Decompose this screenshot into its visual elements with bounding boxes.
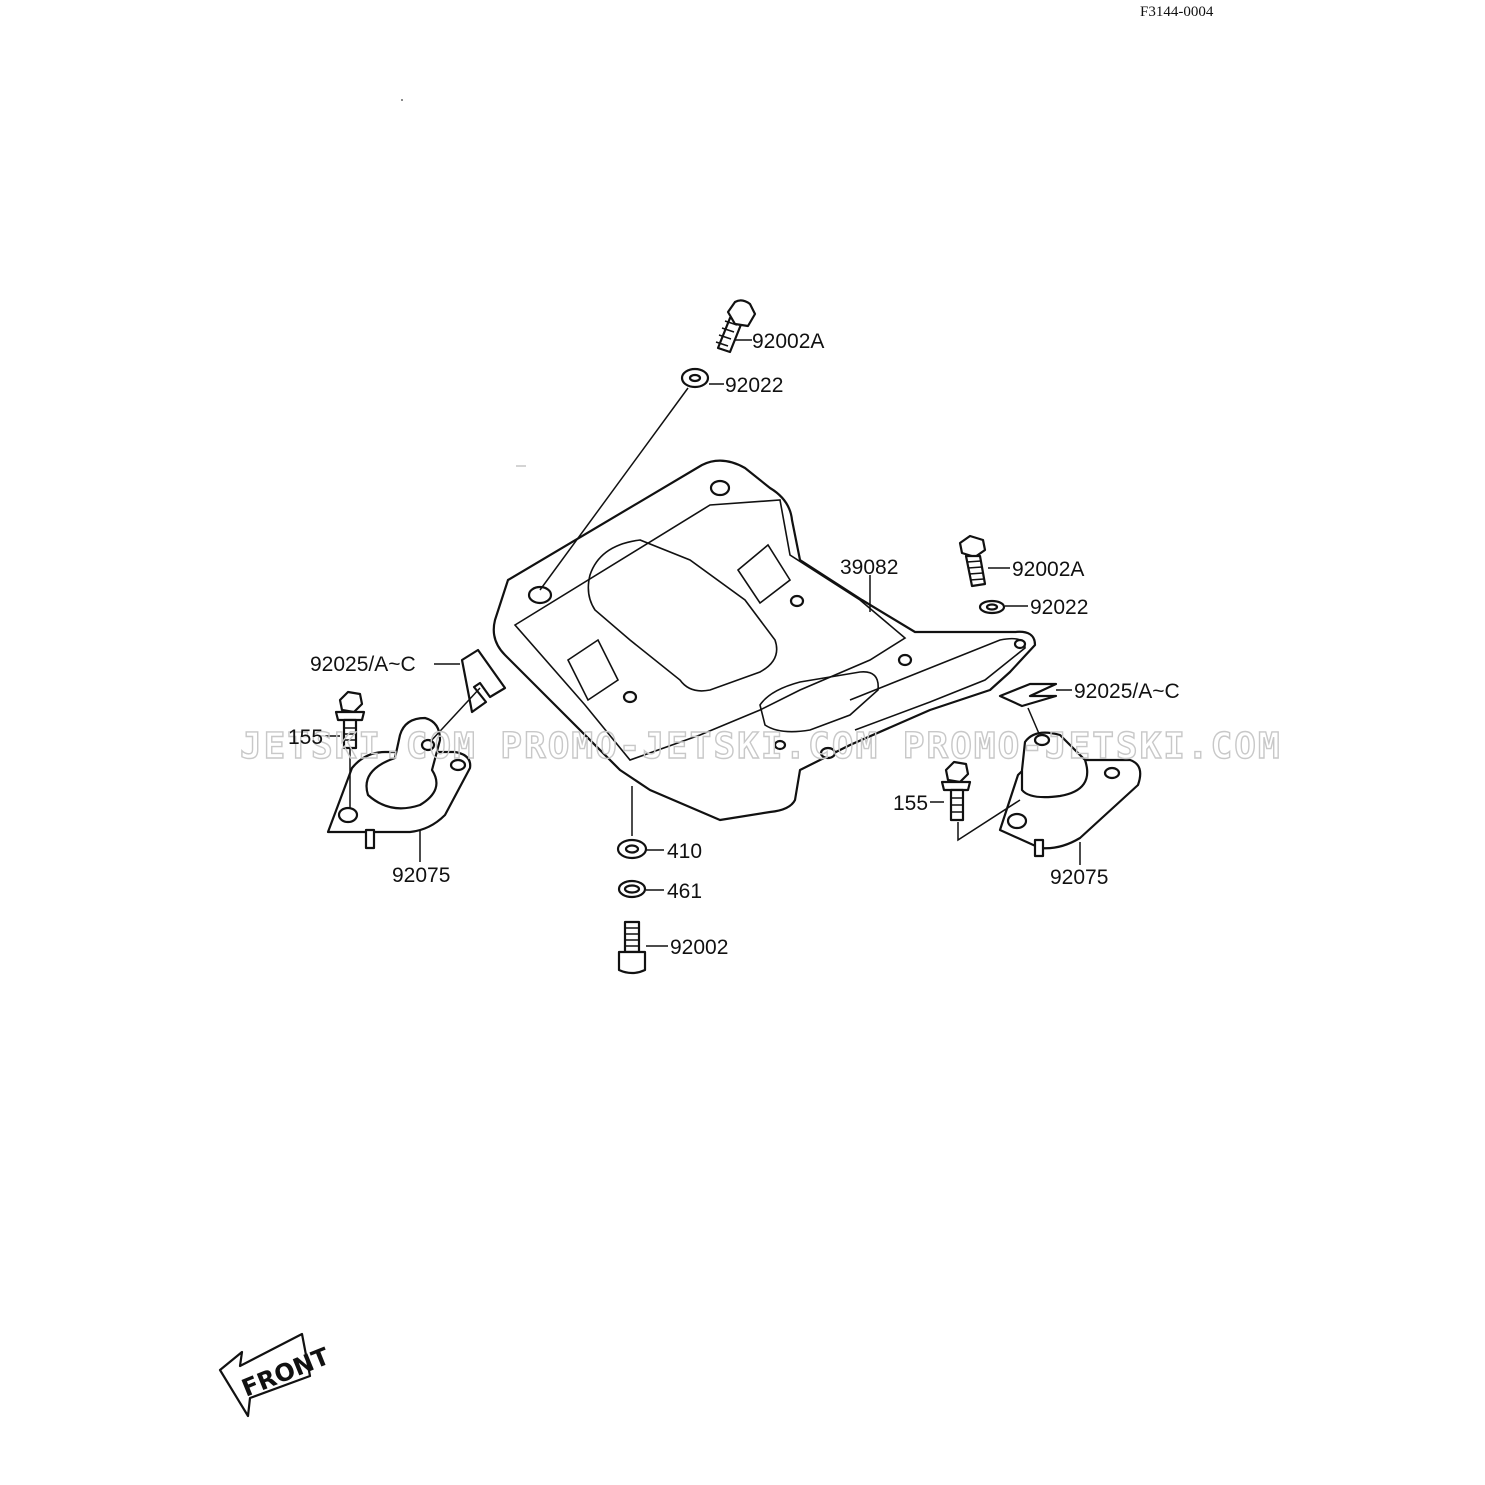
washer-icon[interactable]	[978, 599, 1006, 615]
engine-mount-rubber-left[interactable]	[326, 716, 472, 850]
callout-92002A-top[interactable]: 92002A	[752, 330, 824, 353]
callout-155-right[interactable]: 155	[893, 792, 928, 815]
callout-461[interactable]: 461	[667, 880, 702, 903]
shim-icon[interactable]	[998, 682, 1058, 708]
washer-icon[interactable]	[616, 838, 648, 860]
callout-92075-left[interactable]: 92075	[392, 864, 450, 887]
watermark-text: JETSKI.COM PROMO-JETSKI.COM PROMO-JETSKI…	[240, 726, 1282, 767]
callout-410[interactable]: 410	[667, 840, 702, 863]
lock-washer-icon[interactable]	[617, 879, 647, 899]
callout-92002A-right[interactable]: 92002A	[1012, 558, 1084, 581]
scan-speck	[401, 99, 403, 101]
callout-92025-right[interactable]: 92025/A~C	[1074, 680, 1180, 703]
callout-92075-right[interactable]: 92075	[1050, 866, 1108, 889]
flange-bolt-icon[interactable]	[334, 690, 366, 750]
washer-icon[interactable]	[680, 367, 710, 389]
callout-92025-left[interactable]: 92025/A~C	[310, 653, 416, 676]
bolt-icon[interactable]	[958, 534, 987, 588]
callout-92022-top[interactable]: 92022	[725, 374, 783, 397]
callout-92022-right[interactable]: 92022	[1030, 596, 1088, 619]
front-arrow-icon: FRONT	[218, 1332, 334, 1418]
bolt-icon[interactable]	[617, 920, 647, 975]
callout-39082[interactable]: 39082	[840, 556, 898, 579]
engine-mount-plate[interactable]	[492, 459, 1037, 822]
shim-icon[interactable]	[460, 648, 507, 714]
engine-mount-rubber-right[interactable]	[998, 731, 1142, 858]
flange-bolt-icon[interactable]	[940, 760, 972, 822]
callout-92002[interactable]: 92002	[670, 936, 728, 959]
callout-155-left[interactable]: 155	[288, 726, 323, 749]
drawing-code: F3144-0004	[1140, 4, 1214, 20]
bolt-icon[interactable]	[715, 299, 757, 354]
